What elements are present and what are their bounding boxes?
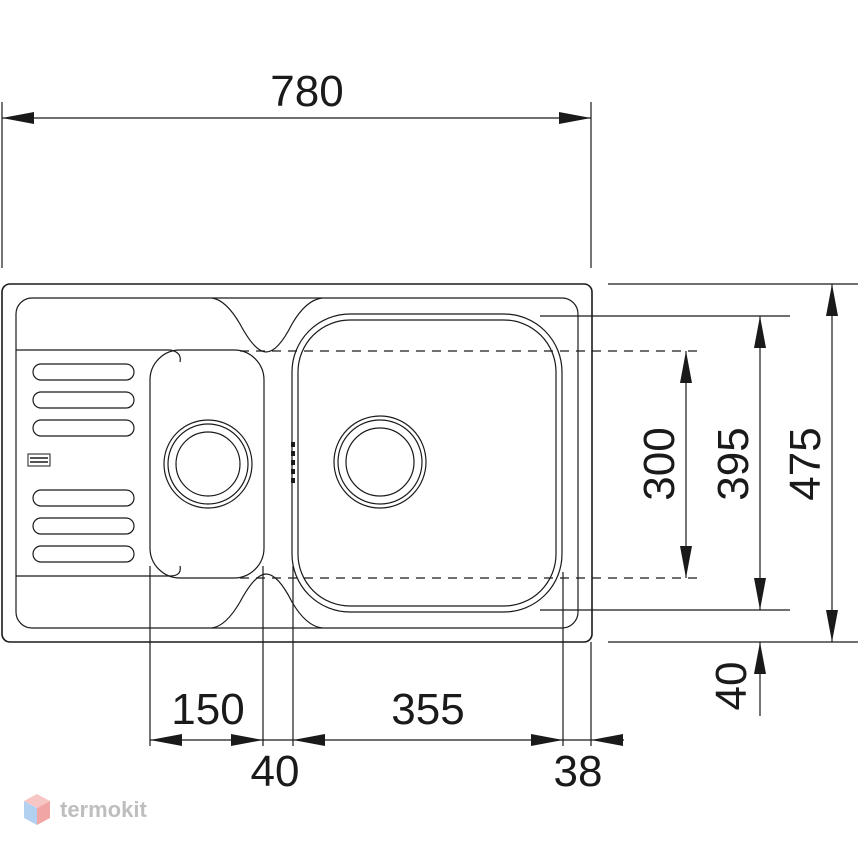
overflow-slots <box>291 442 295 483</box>
small-bowl-depth-dimension: 300 <box>635 351 692 578</box>
bowl-gap-label: 40 <box>251 747 300 796</box>
small-bowl-drain <box>163 419 253 509</box>
watermark: termokit <box>22 792 147 828</box>
rear-offset-label: 40 <box>707 662 756 711</box>
overall-width-label: 780 <box>270 67 343 116</box>
brand-plate <box>27 453 51 467</box>
bottom-dimensions: 150 355 40 38 <box>149 566 624 796</box>
overall-width-dimension: 780 <box>1 67 592 268</box>
small-bowl <box>149 349 265 579</box>
main-bowl-depth-dimension: 395 <box>540 315 790 611</box>
overall-depth-label: 475 <box>781 427 830 500</box>
watermark-text: termokit <box>60 797 147 822</box>
small-bowl-depth-label: 300 <box>635 427 684 500</box>
main-bowl-width-label: 355 <box>391 685 464 734</box>
drainer <box>16 349 181 577</box>
rear-offset-dimension: 40 <box>707 642 766 716</box>
main-bowl <box>291 313 563 613</box>
right-margin-label: 38 <box>554 747 603 796</box>
main-bowl-drain <box>333 415 427 509</box>
cube-logo-icon <box>24 794 50 825</box>
small-bowl-width-label: 150 <box>171 685 244 734</box>
main-bowl-depth-label: 395 <box>709 427 758 500</box>
sink-body <box>1 283 700 643</box>
overall-depth-dimension: 475 <box>608 283 858 643</box>
